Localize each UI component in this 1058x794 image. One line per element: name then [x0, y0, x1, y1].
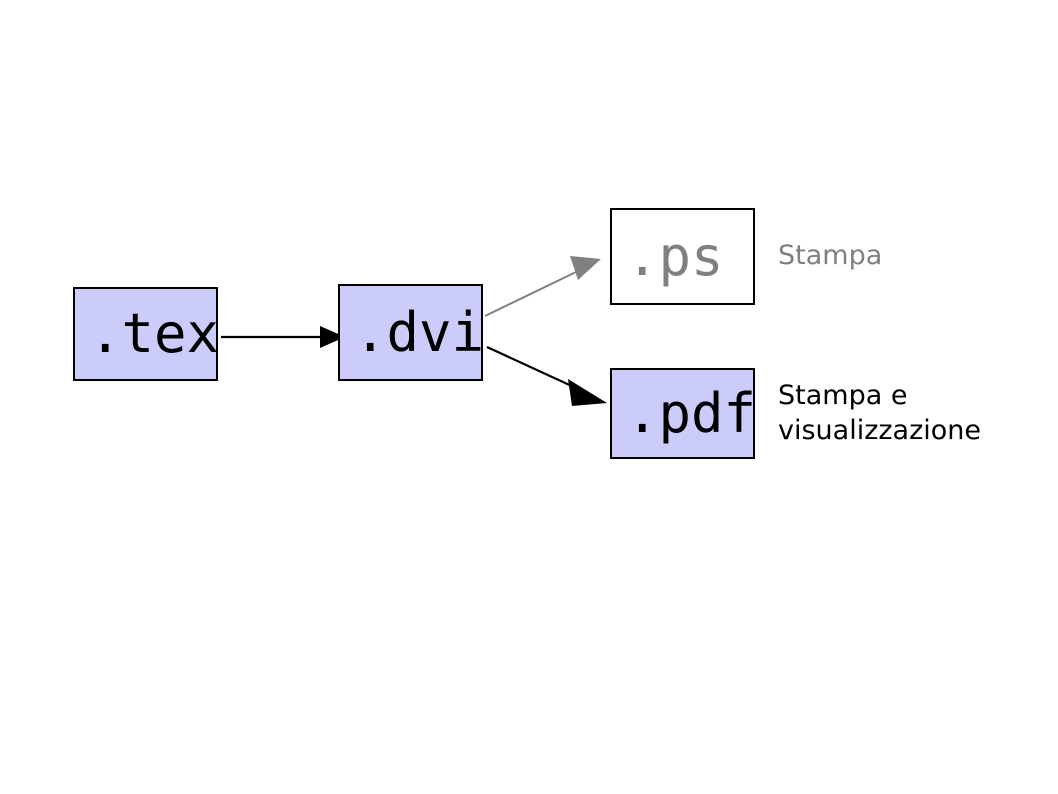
node-tex-label: .tex [89, 302, 220, 365]
annotation-stampa: Stampa [778, 240, 883, 271]
node-dvi-label: .dvi [354, 300, 485, 364]
node-ps-label: .ps [626, 224, 724, 288]
edge-dvi-to-pdf-line [486, 346, 577, 389]
annotation-stampa-visualizzazione: Stampa e visualizzazione [778, 380, 982, 446]
node-pdf[interactable]: .pdf [610, 368, 757, 459]
edge-dvi-to-ps [484, 256, 601, 317]
edge-tex-to-dvi-arrowhead [320, 326, 345, 348]
edge-tex-to-dvi [221, 326, 345, 348]
node-tex[interactable]: .tex [73, 287, 220, 381]
edge-dvi-to-pdf-arrowhead [568, 379, 607, 406]
edge-dvi-to-ps-line [484, 271, 577, 317]
node-dvi[interactable]: .dvi [338, 284, 485, 381]
edge-dvi-to-ps-arrowhead [570, 256, 601, 280]
node-ps[interactable]: .ps [610, 208, 755, 305]
edge-dvi-to-pdf [486, 346, 607, 406]
node-pdf-label: .pdf [626, 381, 757, 445]
